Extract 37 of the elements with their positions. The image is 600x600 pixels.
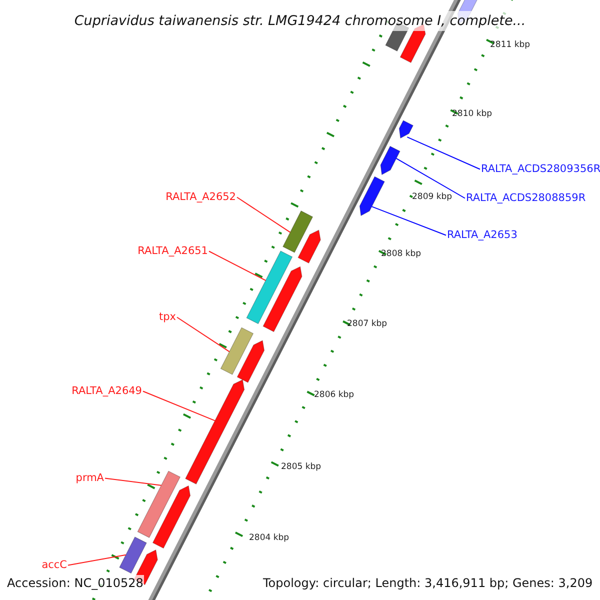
leader-line: [406, 136, 480, 170]
leader-line: [236, 196, 291, 233]
leader-line: [396, 158, 466, 199]
gene-label: RALTA_A2649: [72, 386, 142, 396]
gene-bar: [220, 327, 254, 375]
leader-line: [68, 554, 126, 566]
gene-label: RALTA_ACDS2808859R: [466, 193, 586, 204]
leader-line: [371, 206, 446, 236]
gene-label: RALTA_A2651: [138, 246, 208, 256]
scale-label: 2811 kbp: [490, 41, 530, 50]
gene-bar: [119, 536, 147, 574]
gene-feature: [380, 146, 400, 176]
leader-line: [176, 316, 230, 352]
gene-label: RALTA_A2653: [447, 230, 518, 240]
gene-label: tpx: [159, 312, 176, 322]
genome-info-text: Topology: circular; Length: 3,416,911 bp; Genes: 3,209: [262, 575, 594, 591]
gene-label: RALTA_A2652: [166, 192, 236, 202]
scale-label: 2805 kbp: [281, 463, 322, 472]
gene-label: prmA: [76, 473, 104, 484]
gene-label: RALTA_ACDS2809356R: [481, 164, 600, 174]
scale-label: 2804 kbp: [249, 534, 290, 542]
scale-label: 2806 kbp: [314, 391, 354, 400]
scale-label: 2809 kbp: [412, 193, 452, 202]
leader-line: [142, 390, 216, 422]
leader-line: [104, 478, 162, 486]
gene-feature: [185, 379, 245, 484]
gene-bar: [246, 250, 293, 324]
scale-label: 2810 kbp: [452, 110, 492, 118]
gene-feature: [398, 120, 414, 139]
gene-bar: [137, 470, 180, 538]
leader-line: [208, 250, 266, 281]
gene-label: accC: [42, 560, 67, 570]
scale-label: 2808 kbp: [381, 250, 422, 258]
gene-feature: [359, 176, 385, 216]
scale-label: 2807 kbp: [347, 320, 388, 328]
accession-text: Accession: NC_010528: [6, 575, 144, 591]
gene-bar: [282, 210, 314, 253]
